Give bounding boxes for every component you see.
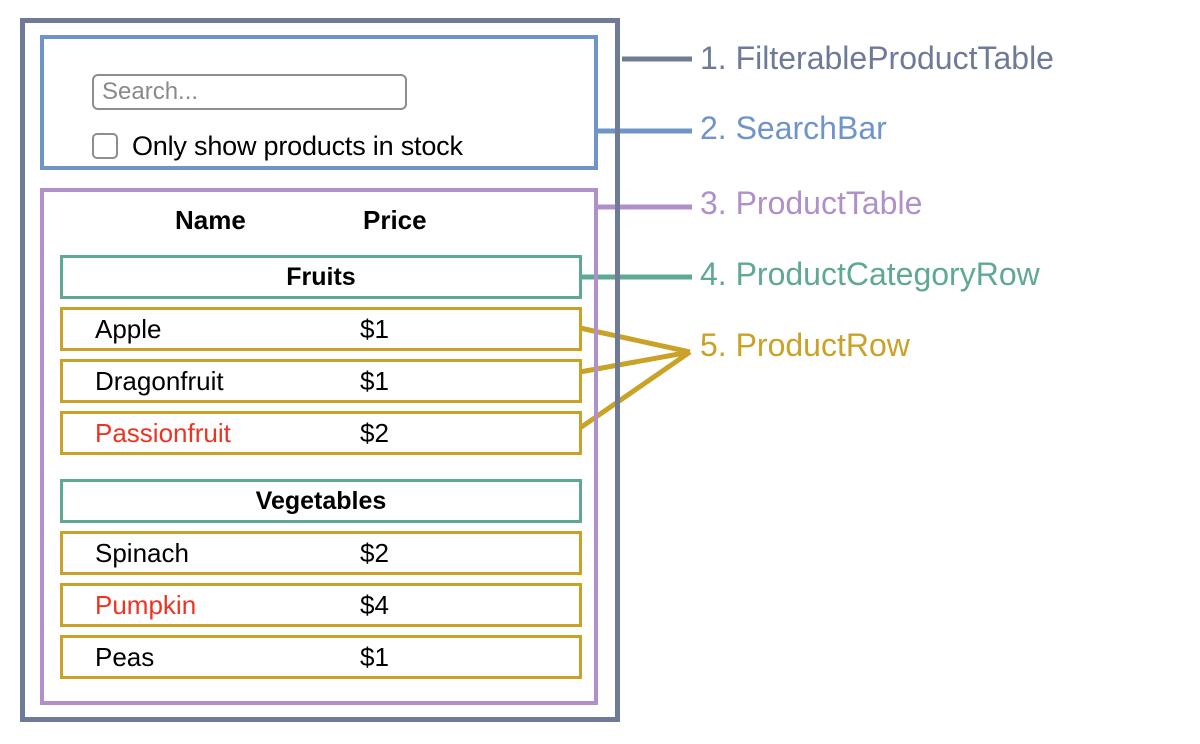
stock-filter-row[interactable]: Only show products in stock <box>92 126 572 166</box>
category-label: Fruits <box>286 262 356 291</box>
product-price: $1 <box>360 313 389 344</box>
product-row[interactable]: Dragonfruit $1 <box>60 359 582 403</box>
product-price: $2 <box>360 417 389 448</box>
column-header-price: Price <box>363 205 427 235</box>
product-price: $1 <box>360 365 389 396</box>
product-table-container <box>40 188 598 705</box>
category-label: Vegetables <box>255 486 387 515</box>
product-price: $2 <box>360 537 389 568</box>
product-category-row: Fruits <box>60 255 582 299</box>
product-name: Apple <box>95 313 162 344</box>
annotation-label-product-row: 5. ProductRow <box>700 327 910 363</box>
annotation-label-product-category-row: 4. ProductCategoryRow <box>700 256 1040 292</box>
product-row[interactable]: Apple $1 <box>60 307 582 351</box>
annotation-label-filterable-product-table: 1. FilterableProductTable <box>700 40 1054 76</box>
product-row[interactable]: Spinach $2 <box>60 531 582 575</box>
product-price: $1 <box>360 641 389 672</box>
product-name: Dragonfruit <box>95 365 224 396</box>
product-price: $4 <box>360 589 389 620</box>
product-name: Peas <box>95 641 155 672</box>
product-name: Pumpkin <box>95 589 197 620</box>
filterable-product-table-container <box>20 18 620 722</box>
product-table-header: Name Price <box>40 196 598 244</box>
product-category-row: Vegetables <box>60 479 582 523</box>
annotation-label-product-table: 3. ProductTable <box>700 185 923 221</box>
search-bar-container <box>40 35 598 170</box>
in-stock-checkbox[interactable] <box>92 133 118 159</box>
product-name: Spinach <box>95 537 189 568</box>
product-row[interactable]: Peas $1 <box>60 635 582 679</box>
product-row[interactable]: Pumpkin $4 <box>60 583 582 627</box>
in-stock-checkbox-label: Only show products in stock <box>132 130 463 161</box>
column-header-name: Name <box>175 205 246 235</box>
search-input[interactable] <box>92 74 407 110</box>
annotation-label-search-bar: 2. SearchBar <box>700 110 887 146</box>
product-row[interactable]: Passionfruit $2 <box>60 411 582 455</box>
product-name: Passionfruit <box>95 417 231 448</box>
